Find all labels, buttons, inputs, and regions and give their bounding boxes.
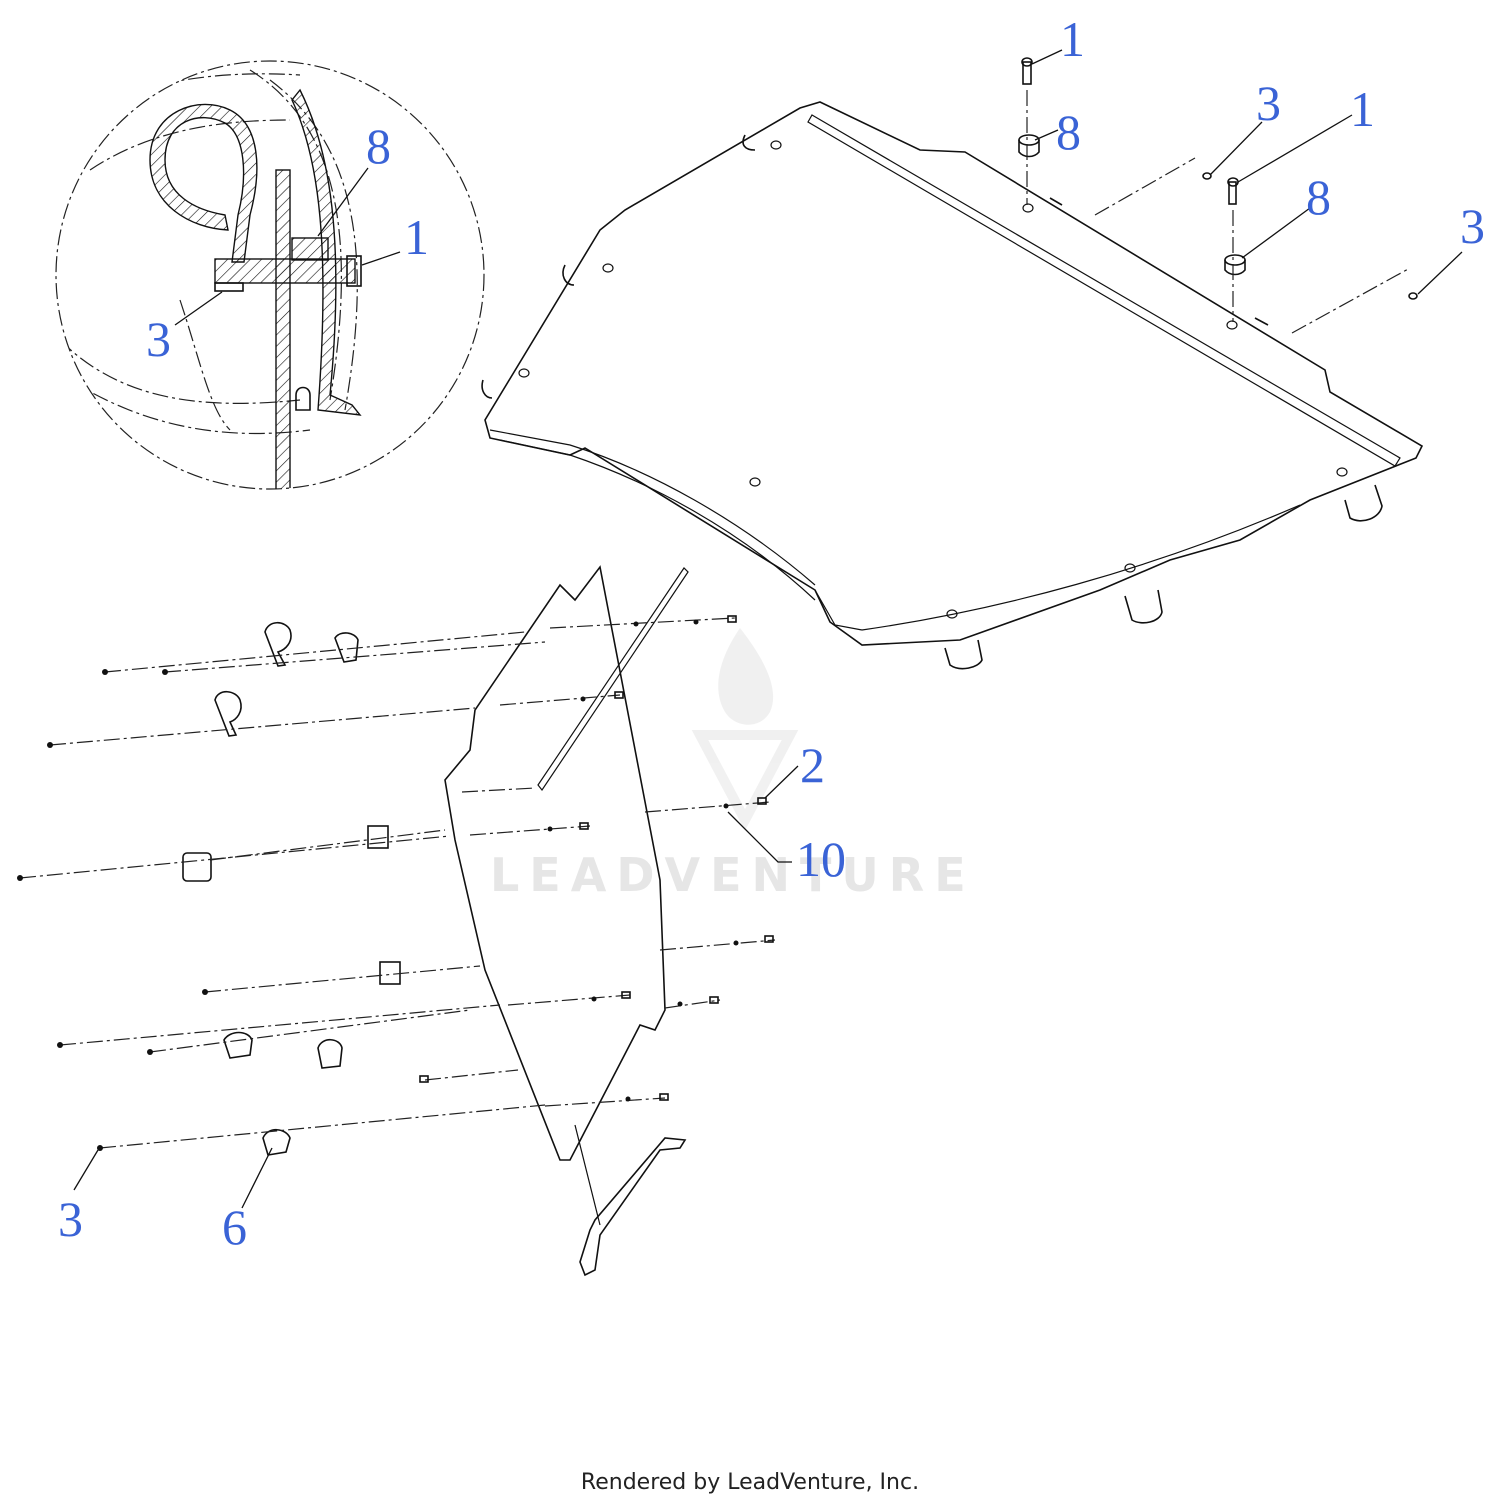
callout-c8d: 8 (1306, 169, 1331, 225)
callout-c1d: 1 (1350, 81, 1375, 137)
callout-c8b: 8 (1056, 104, 1081, 160)
detail-circle (55, 60, 485, 490)
watermark-logo (691, 628, 799, 831)
callout-c3a: 3 (146, 311, 171, 367)
callout-labels: 1 8 3 1 8 3 8 1 3 2 10 3 6 (58, 11, 1485, 1255)
callout-c10: 10 (796, 831, 846, 887)
skid-plate (481, 57, 1424, 670)
callout-c1b: 1 (1060, 11, 1085, 67)
callout-c3b: 3 (1256, 75, 1281, 131)
callout-c3c: 3 (58, 1191, 83, 1247)
callout-c6: 6 (222, 1199, 247, 1255)
detail-view (55, 60, 485, 490)
callout-c8a: 8 (366, 118, 391, 174)
footer-credit: Rendered by LeadVenture, Inc. (580, 1470, 920, 1495)
watermark-text: LEADVENTURE (490, 848, 976, 902)
leader-lines (73, 49, 1463, 1209)
callout-c2: 2 (800, 737, 825, 793)
callout-c1a: 1 (404, 209, 429, 265)
callout-c3d: 3 (1460, 198, 1485, 254)
side-panel (17, 565, 776, 1277)
